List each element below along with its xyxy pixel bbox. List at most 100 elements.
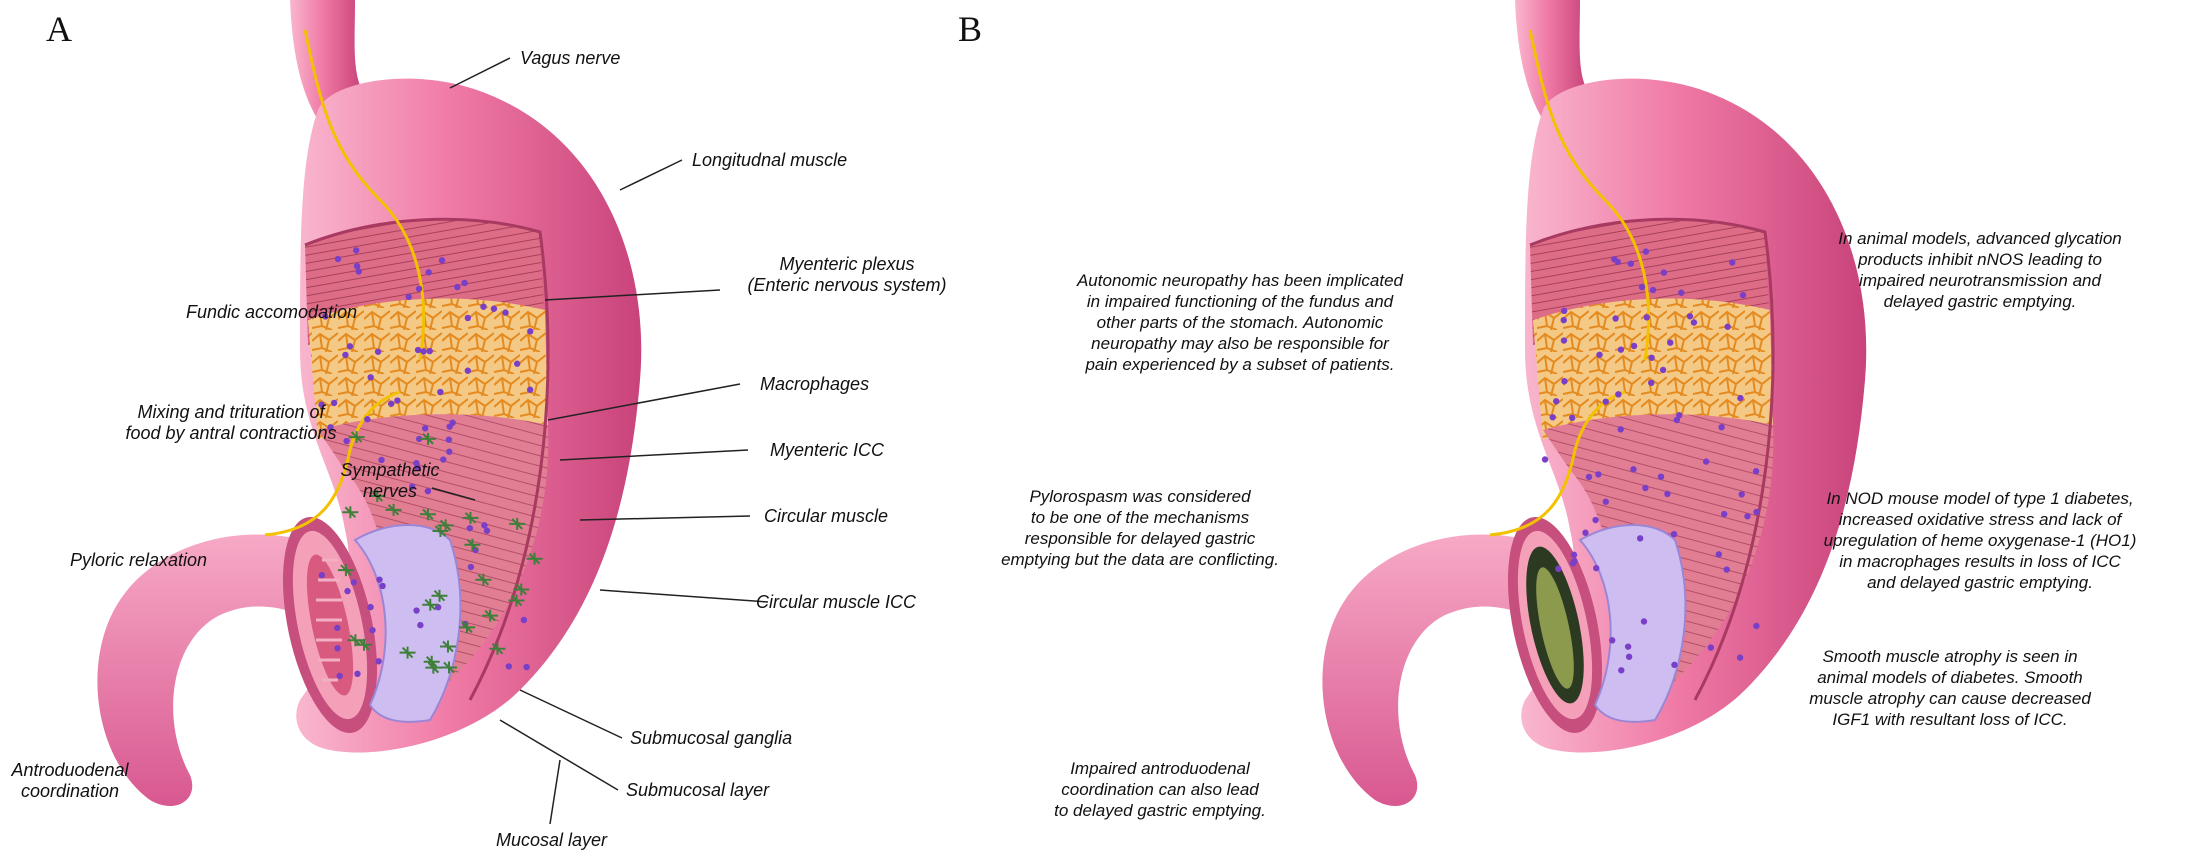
text-autonomic-line3: other parts of the stomach. Autonomic: [1040, 312, 1440, 333]
macrophage-dot: [1618, 346, 1624, 352]
text-impaired-antroduodenal: Impaired antroduodenal coordination can …: [1010, 758, 1310, 821]
macrophage-dot: [379, 583, 385, 589]
text-smooth-line2: animal models of diabetes. Smooth: [1770, 667, 2130, 688]
macrophage-dot: [1658, 473, 1664, 479]
macrophage-dot: [1660, 367, 1666, 373]
text-antro-line1: Impaired antroduodenal: [1010, 758, 1310, 779]
macrophage-dot: [1753, 468, 1759, 474]
macrophage-dot: [1648, 380, 1654, 386]
text-smooth-line1: Smooth muscle atrophy is seen in: [1770, 646, 2130, 667]
text-autonomic-line4: neuropathy may also be responsible for: [1040, 333, 1440, 354]
macrophage-dot: [1637, 535, 1643, 541]
macrophage-dot: [468, 564, 474, 570]
label-circular-muscle-icc: Circular muscle ICC: [756, 592, 916, 613]
macrophage-dot: [1687, 313, 1693, 319]
label-mixing: Mixing and trituration of food by antral…: [106, 402, 356, 444]
macrophage-dot: [465, 368, 471, 374]
macrophage-dot: [502, 309, 508, 315]
macrophage-dot: [342, 352, 348, 358]
macrophage-dot: [1586, 474, 1592, 480]
macrophage-dot: [1744, 513, 1750, 519]
macrophage-dot: [354, 671, 360, 677]
macrophage-dot: [437, 389, 443, 395]
macrophage-dot: [1724, 566, 1730, 572]
label-submucosal-ganglia: Submucosal ganglia: [630, 728, 792, 749]
macrophage-dot: [367, 374, 373, 380]
label-longitudinal-muscle: Longitudnal muscle: [692, 150, 847, 171]
label-mixing-line2: food by antral contractions: [106, 423, 356, 444]
text-glycation-line3: impaired neurotransmission and: [1790, 270, 2170, 291]
text-pylorospasm-line4: emptying but the data are conflicting.: [975, 549, 1305, 570]
macrophage-dot: [1542, 456, 1548, 462]
macrophage-dot: [1708, 644, 1714, 650]
text-pylorospasm-line2: to be one of the mechanisms: [975, 507, 1305, 528]
text-autonomic-line2: in impaired functioning of the fundus an…: [1040, 291, 1440, 312]
macrophage-dot: [1729, 259, 1735, 265]
macrophage-dot: [480, 303, 486, 309]
label-circular-muscle: Circular muscle: [764, 506, 888, 527]
macrophage-dot: [527, 387, 533, 393]
macrophage-dot: [422, 425, 428, 431]
label-myenteric-plexus-line1: Myenteric plexus: [732, 254, 962, 275]
macrophage-dot: [514, 361, 520, 367]
text-nod-line2: increased oxidative stress and lack of: [1780, 509, 2180, 530]
macrophage-dot: [1739, 491, 1745, 497]
label-fundic-accomodation: Fundic accomodation: [186, 302, 357, 323]
macrophage-dot: [1603, 499, 1609, 505]
macrophage-dot: [1561, 337, 1567, 343]
text-autonomic-line5: pain experienced by a subset of patients…: [1040, 354, 1440, 375]
macrophage-dot: [1571, 558, 1577, 564]
macrophage-dot: [1753, 623, 1759, 629]
label-myenteric-plexus: Myenteric plexus (Enteric nervous system…: [732, 254, 962, 296]
macrophage-dot: [1667, 339, 1673, 345]
label-sympathetic-nerves: Sympathetic nerves: [330, 460, 450, 502]
macrophage-dot: [1618, 426, 1624, 432]
macrophage-dot: [446, 449, 452, 455]
text-glycation-line1: In animal models, advanced glycation: [1790, 228, 2170, 249]
macrophage-dot: [1639, 284, 1645, 290]
text-smooth-line3: muscle atrophy can cause decreased: [1770, 688, 2130, 709]
macrophage-dot: [1724, 324, 1730, 330]
macrophage-dot: [1553, 398, 1559, 404]
macrophage-dot: [1691, 319, 1697, 325]
macrophage-dot: [417, 622, 423, 628]
macrophage-dot: [1718, 424, 1724, 430]
macrophage-dot: [364, 416, 370, 422]
macrophage-dot: [319, 572, 325, 578]
label-mixing-line1: Mixing and trituration of: [106, 402, 356, 423]
text-glycation-line4: delayed gastric emptying.: [1790, 291, 2170, 312]
macrophage-dot: [1603, 398, 1609, 404]
macrophage-dot: [1569, 415, 1575, 421]
text-glycation: In animal models, advanced glycation pro…: [1790, 228, 2170, 312]
macrophage-dot: [334, 625, 340, 631]
macrophage-dot: [335, 256, 341, 262]
macrophage-dot: [1625, 643, 1631, 649]
macrophage-dot: [1664, 491, 1670, 497]
macrophage-dot: [351, 579, 357, 585]
label-antroduodenal: Antroduodenal coordination: [10, 760, 130, 802]
label-myenteric-plexus-line2: (Enteric nervous system): [732, 275, 962, 296]
macrophage-dot: [1626, 654, 1632, 660]
macrophage-dot: [523, 664, 529, 670]
macrophage-dot: [415, 347, 421, 353]
text-nod-mouse: In NOD mouse model of type 1 diabetes, i…: [1780, 488, 2180, 593]
text-glycation-line2: products inhibit nNOS leading to: [1790, 249, 2170, 270]
macrophage-dot: [1596, 352, 1602, 358]
macrophage-dot: [1628, 261, 1634, 267]
macrophage-dot: [416, 286, 422, 292]
macrophage-dot: [388, 401, 394, 407]
label-submucosal-layer: Submucosal layer: [626, 780, 769, 801]
macrophage-dot: [1571, 552, 1577, 558]
macrophage-dot: [1642, 485, 1648, 491]
macrophage-dot: [1561, 378, 1567, 384]
text-smooth-muscle: Smooth muscle atrophy is seen in animal …: [1770, 646, 2130, 730]
macrophage-dot: [1631, 343, 1637, 349]
text-antro-line3: to delayed gastric emptying.: [1010, 800, 1310, 821]
label-vagus-nerve: Vagus nerve: [520, 48, 620, 69]
macrophage-dot: [449, 420, 455, 426]
macrophage-dot: [375, 349, 381, 355]
macrophage-dot: [446, 436, 452, 442]
macrophage-dot: [353, 247, 359, 253]
macrophage-dot: [1721, 511, 1727, 517]
macrophage-dot: [1595, 471, 1601, 477]
